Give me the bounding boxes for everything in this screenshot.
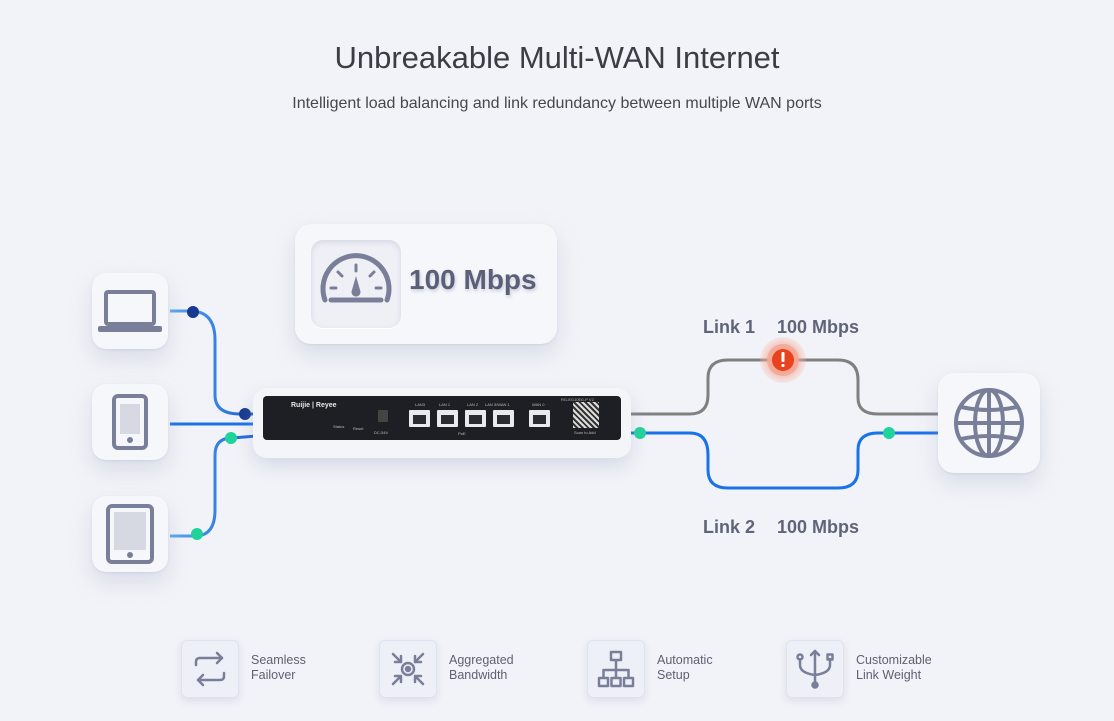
fork-icon [786, 640, 844, 698]
reset-label: Reset [353, 426, 364, 431]
speedometer-icon [311, 240, 401, 328]
qr-label: Scan to Add [574, 430, 596, 435]
speed-card: 100 Mbps [295, 224, 557, 344]
status-label: Status [333, 424, 345, 429]
link2-internet-node [883, 427, 895, 439]
port-label-3: LAN 3/WAN 1 [485, 402, 510, 407]
link2-speed: 100 Mbps [777, 517, 860, 537]
network-tree-icon [587, 640, 645, 698]
lan-port [493, 410, 514, 427]
router-model: RG-EG105G-P V2 [561, 397, 594, 402]
router-brand: Ruijie | Reyee [291, 402, 337, 409]
aggregate-arrows-icon [379, 640, 437, 698]
link1-speed: 100 Mbps [777, 317, 860, 337]
laptop-icon [98, 290, 162, 332]
page-subtitle: Intelligent load balancing and link redu… [292, 95, 822, 112]
laptop-node [187, 306, 199, 318]
link2-name: Link 2 [703, 517, 756, 537]
qr-code [573, 402, 599, 428]
power-jack [378, 410, 388, 422]
phone-card [92, 384, 168, 460]
tablet-input-node [225, 432, 237, 444]
laptop-card [92, 273, 168, 349]
router-device: Ruijie | Reyee Status Reset DC-54V LAN3 … [253, 388, 631, 458]
link2-router-node [634, 427, 646, 439]
internet-card [938, 373, 1040, 473]
link2-line [631, 431, 940, 490]
page-title: Unbreakable Multi-WAN Internet [334, 40, 780, 75]
link1-name: Link 1 [703, 317, 756, 337]
lan-port [409, 410, 430, 427]
failover-arrows-icon [181, 640, 239, 698]
router-input-node [239, 408, 251, 420]
wan-port [529, 410, 550, 427]
speed-value: 100 Mbps [409, 264, 537, 295]
port-label-1: LAN 1 [439, 402, 451, 407]
power-label: DC-54V [374, 430, 389, 435]
tablet-card [92, 496, 168, 572]
tablet-connection-line [170, 434, 257, 538]
tablet-node [191, 528, 203, 540]
laptop-connection-line [170, 309, 256, 416]
tablet-icon [106, 504, 154, 564]
router-front-panel: Ruijie | Reyee Status Reset DC-54V LAN3 … [263, 396, 621, 440]
lan-port [437, 410, 458, 427]
port-label-0: LAN3 [415, 402, 426, 407]
poe-label: PoE [458, 431, 466, 436]
port-label-4: WAN 0 [532, 402, 545, 407]
globe-icon [954, 388, 1024, 458]
port-label-2: LAN 2 [467, 402, 479, 407]
lan-port [465, 410, 486, 427]
phone-icon [112, 394, 148, 450]
